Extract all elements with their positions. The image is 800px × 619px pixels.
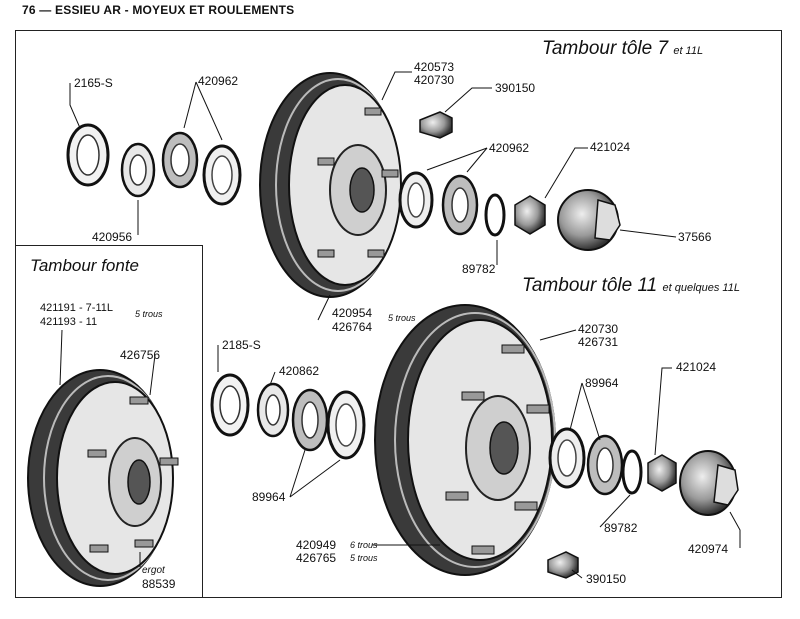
brake-drum-cast [27, 369, 179, 587]
heading-tambour-tole-7: Tambour tôle 7 et 11L [542, 38, 704, 59]
part-label-426764: 426764 [332, 320, 373, 334]
part-label-89964-a: 89964 [252, 490, 286, 504]
part-label-426756: 426756 [120, 348, 161, 362]
part-label-421191: 421191 - 7-11L [40, 302, 113, 314]
part-label-89782-b: 89782 [604, 521, 638, 535]
heading-tambour-tole-11: Tambour tôle 11 et quelques 11L [522, 275, 740, 296]
hub-cap-bottom [679, 450, 739, 516]
part-label-89964-b: 89964 [585, 376, 619, 390]
hub-nut-top [514, 195, 546, 235]
part-label-2165: 2165-S [74, 76, 113, 90]
part-label-421193: 421193 - 11 [40, 316, 98, 328]
part-label-2185: 2185-S [222, 338, 261, 352]
part-label-420862: 420862 [279, 364, 320, 378]
brake-drum-sheet-large [374, 304, 556, 576]
page-number: 76 [22, 3, 36, 17]
outer-cup-bottom-left [326, 390, 366, 460]
part-label-426731: 426731 [578, 335, 619, 349]
note-5-trous-c: 5 trous [350, 553, 378, 563]
part-label-390150-a: 390150 [495, 81, 536, 95]
leader-lines [69, 71, 741, 579]
part-label-420956: 420956 [92, 230, 133, 244]
part-label-420949: 420949 [296, 538, 337, 552]
wheel-nut-top [419, 111, 453, 139]
outer-cup-bottom-right [548, 427, 586, 489]
hub-cap-top [557, 189, 621, 251]
taper-bearing-bottom-left [291, 388, 329, 452]
part-label-421024-b: 421024 [676, 360, 717, 374]
seal-ring-top [66, 123, 110, 187]
part-label-420962-a: 420962 [198, 74, 239, 88]
inset-frame [15, 245, 203, 598]
part-label-89782-a: 89782 [462, 262, 496, 276]
washer-bottom [621, 449, 643, 495]
brake-drum-sheet [259, 72, 402, 298]
outer-cup-top-mid [398, 171, 434, 229]
part-label-421024-a: 421024 [590, 140, 631, 154]
hub-nut-bottom [647, 454, 677, 492]
part-label-420954: 420954 [332, 306, 373, 320]
inner-race-bottom [256, 382, 290, 438]
inner-race-top [120, 142, 156, 198]
note-ergot: ergot [142, 565, 165, 576]
taper-bearing-bottom-right [586, 434, 624, 496]
part-label-37566: 37566 [678, 230, 712, 244]
section-title: — ESSIEU AR - MOYEUX ET ROULEMENTS [39, 3, 295, 17]
washer-top [484, 193, 506, 237]
page-title: 76 — ESSIEU AR - MOYEUX ET ROULEMENTS [22, 3, 294, 17]
wheel-nut-bottom [547, 551, 579, 579]
taper-bearing-top-left [161, 131, 199, 189]
part-label-390150-b: 390150 [586, 572, 627, 586]
note-5-trous-b: 5 trous [135, 309, 163, 319]
part-label-420974: 420974 [688, 542, 729, 556]
part-label-420573: 420573 [414, 60, 455, 74]
heading-tambour-fonte: Tambour fonte [30, 256, 139, 275]
inset-leader-lines [59, 329, 156, 567]
note-5-trous-a: 5 trous [388, 313, 416, 323]
outer-cup-top-left [202, 144, 242, 206]
part-label-420730-b: 420730 [578, 322, 619, 336]
taper-bearing-top-mid [441, 174, 479, 236]
seal-ring-bottom [210, 373, 250, 437]
part-label-426765: 426765 [296, 551, 337, 565]
part-label-88539: 88539 [142, 577, 176, 591]
note-6-trous: 6 trous [350, 540, 378, 550]
part-label-420730-a: 420730 [414, 73, 455, 87]
part-label-420962-b: 420962 [489, 141, 530, 155]
